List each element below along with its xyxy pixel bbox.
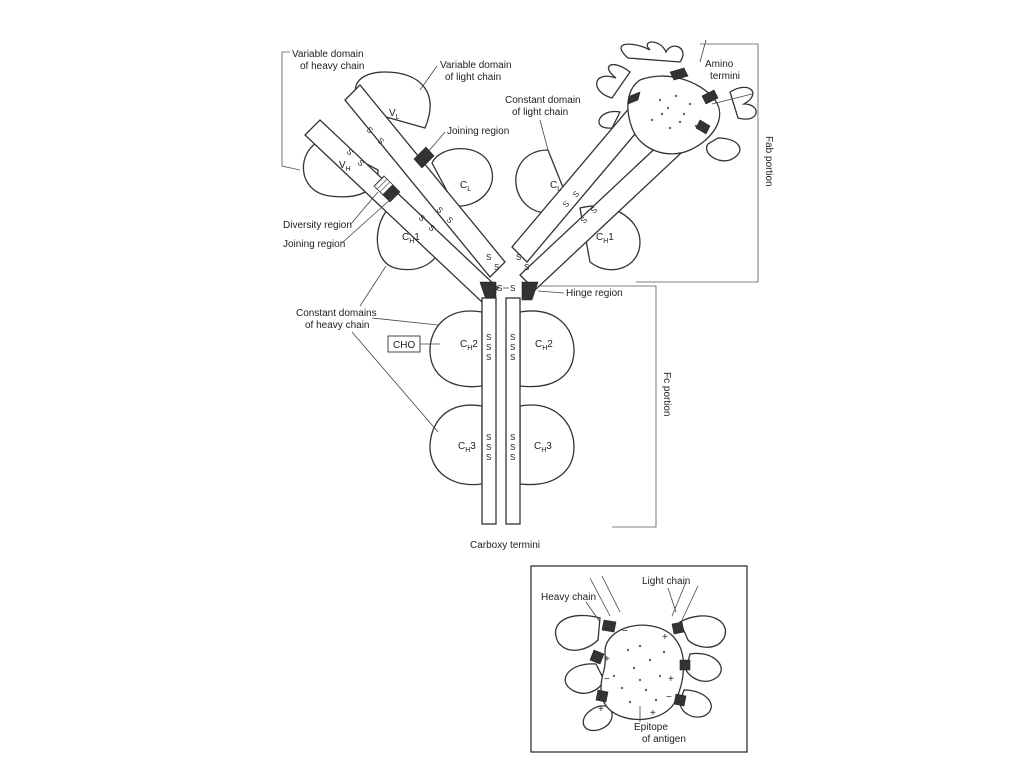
- cl-left-domain-loop: [431, 147, 493, 207]
- joining-region-light: [413, 146, 435, 169]
- disulfide-bonds: S S S S S S S S S S S S S S S S S S S S …: [345, 125, 600, 462]
- vl-label: VL: [389, 108, 400, 121]
- inset-plus: +: [650, 708, 656, 719]
- joining-region-heavy: [382, 184, 401, 203]
- label-cho: CHO: [393, 340, 415, 351]
- cl-left-label: CL: [460, 180, 471, 193]
- label-constant-heavy: Constant domains of heavy chain: [296, 308, 379, 331]
- inset-plus: +: [598, 704, 604, 715]
- disulfide-s: S: [365, 125, 375, 135]
- annotations: Variable domain of heavy chain Variable …: [281, 43, 774, 551]
- ch1-left-label: CH1: [402, 232, 420, 245]
- label-hinge-region: Hinge region: [566, 288, 623, 299]
- inset-label-epitope: Epitope of antigen: [634, 722, 686, 745]
- disulfide-s: S: [486, 433, 491, 442]
- disulfide-s: S: [510, 333, 515, 342]
- disulfide-s: S: [417, 213, 427, 223]
- label-joining-region-top: Joining region: [447, 126, 509, 137]
- ch2-left-domain-loop: [429, 310, 483, 388]
- disulfide-s: S: [494, 263, 499, 272]
- disulfide-s: S: [510, 284, 515, 293]
- inset-plus: +: [668, 674, 674, 685]
- fc-stem: [429, 297, 575, 525]
- heavy-chain-left: [304, 119, 499, 304]
- disulfide-s: S: [356, 158, 366, 168]
- domain-labels: VL VH CL CL CH1 CH1 CH2 CH2 CH3 CH3: [339, 108, 614, 454]
- ch2-right-domain-loop: [519, 310, 575, 388]
- ch2-left-label: CH2: [460, 339, 478, 352]
- amino-termini-binding-site: [596, 39, 757, 162]
- disulfide-s: S: [510, 453, 515, 462]
- label-constant-light: Constant domain of light chain: [505, 95, 583, 118]
- inset-label-light-chain: Light chain: [642, 576, 690, 587]
- vh-label: VH: [339, 160, 351, 173]
- ch3-right-label: CH3: [534, 441, 552, 454]
- disulfide-s: S: [589, 205, 599, 215]
- disulfide-s: S: [435, 205, 445, 215]
- disulfide-s: S: [486, 253, 491, 262]
- hinge-right: [521, 281, 539, 301]
- label-joining-region-bottom: Joining region: [283, 239, 345, 250]
- disulfide-s: S: [497, 284, 502, 293]
- inset-antigen: [600, 624, 685, 721]
- left-fab-arm: [302, 71, 506, 304]
- disulfide-s: S: [486, 453, 491, 462]
- ch3-right-domain-loop: [519, 404, 575, 486]
- inset-plus: +: [604, 654, 610, 665]
- inset-binding-site: − + − + + + − + Heavy chain Light chain …: [530, 565, 748, 753]
- ch3-left-label: CH3: [458, 441, 476, 454]
- disulfide-s: S: [571, 189, 581, 199]
- label-variable-heavy: Variable domain of heavy chain: [292, 49, 366, 72]
- heavy-chain-stem-left: [481, 297, 497, 525]
- disulfide-s: S: [510, 443, 515, 452]
- disulfide-s: S: [510, 353, 515, 362]
- disulfide-s: S: [516, 253, 521, 262]
- disulfide-s: S: [445, 215, 455, 225]
- light-chain-left: [344, 84, 506, 278]
- disulfide-s: S: [510, 433, 515, 442]
- ch2-right-label: CH2: [535, 339, 553, 352]
- inset-plus: +: [662, 632, 668, 643]
- ch3-left-domain-loop: [429, 404, 483, 486]
- disulfide-s: S: [427, 223, 437, 233]
- inset-minus: −: [604, 674, 610, 685]
- ch1-right-label: CH1: [596, 232, 614, 245]
- cl-right-label: CL: [550, 180, 561, 193]
- label-variable-light: Variable domain of light chain: [440, 60, 514, 83]
- inset-label-heavy-chain: Heavy chain: [541, 592, 596, 603]
- disulfide-s: S: [579, 215, 589, 225]
- heavy-chain-stem-right: [505, 297, 521, 525]
- disulfide-s: S: [376, 136, 386, 146]
- disulfide-s: S: [561, 199, 571, 209]
- disulfide-s: S: [486, 353, 491, 362]
- inset-minus: −: [622, 626, 628, 637]
- label-fc-portion: Fc portion: [661, 372, 672, 416]
- disulfide-s: S: [345, 147, 355, 157]
- disulfide-s: S: [486, 343, 491, 352]
- right-fab-arm: [511, 39, 757, 301]
- label-fab-portion: Fab portion: [763, 136, 774, 187]
- inset-minus: −: [666, 692, 672, 703]
- disulfide-s: S: [524, 263, 529, 272]
- label-diversity-region: Diversity region: [283, 220, 352, 231]
- label-carboxy-termini: Carboxy termini: [470, 540, 540, 551]
- disulfide-s: S: [486, 443, 491, 452]
- label-amino-termini: Amino termini: [705, 59, 740, 82]
- disulfide-s: S: [486, 333, 491, 342]
- disulfide-s: S: [510, 343, 515, 352]
